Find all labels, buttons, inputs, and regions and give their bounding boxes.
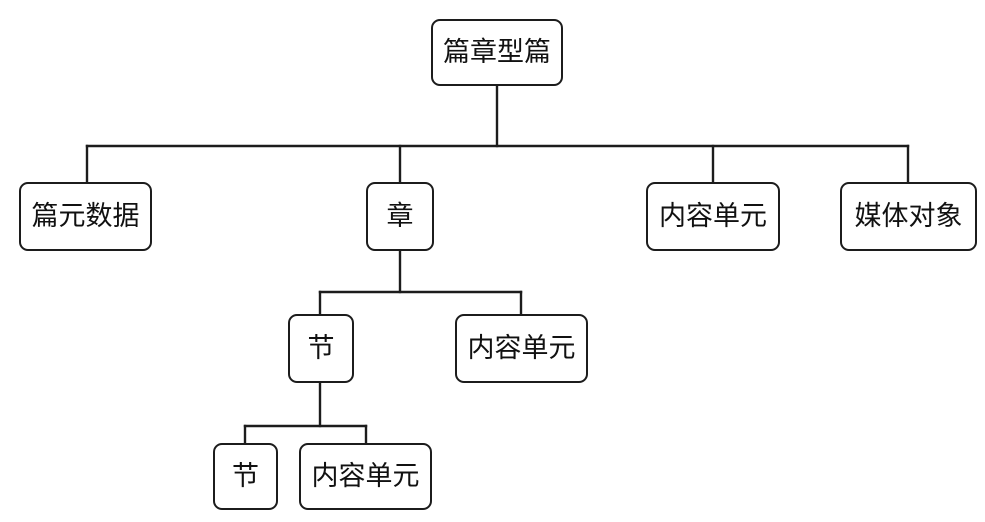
node-content-unit-level3[interactable]: 内容单元 [299,443,432,510]
node-content-unit-level1[interactable]: 内容单元 [646,182,780,251]
node-chapter[interactable]: 章 [366,182,434,251]
node-label: 篇章型篇 [443,37,551,68]
node-media-object[interactable]: 媒体对象 [840,182,977,251]
node-label: 内容单元 [311,461,420,492]
node-root[interactable]: 篇章型篇 [431,19,563,86]
node-label: 内容单元 [659,201,767,232]
node-section-level3[interactable]: 节 [213,443,278,510]
node-label: 章 [386,201,414,232]
node-label: 节 [307,333,335,364]
node-label: 内容单元 [467,333,576,364]
node-content-unit-level2[interactable]: 内容单元 [455,314,588,383]
node-label: 节 [232,461,259,492]
node-label: 媒体对象 [854,201,963,232]
node-label: 篇元数据 [31,201,140,232]
node-chapter-metadata[interactable]: 篇元数据 [19,182,152,251]
node-section-level2[interactable]: 节 [288,314,354,383]
